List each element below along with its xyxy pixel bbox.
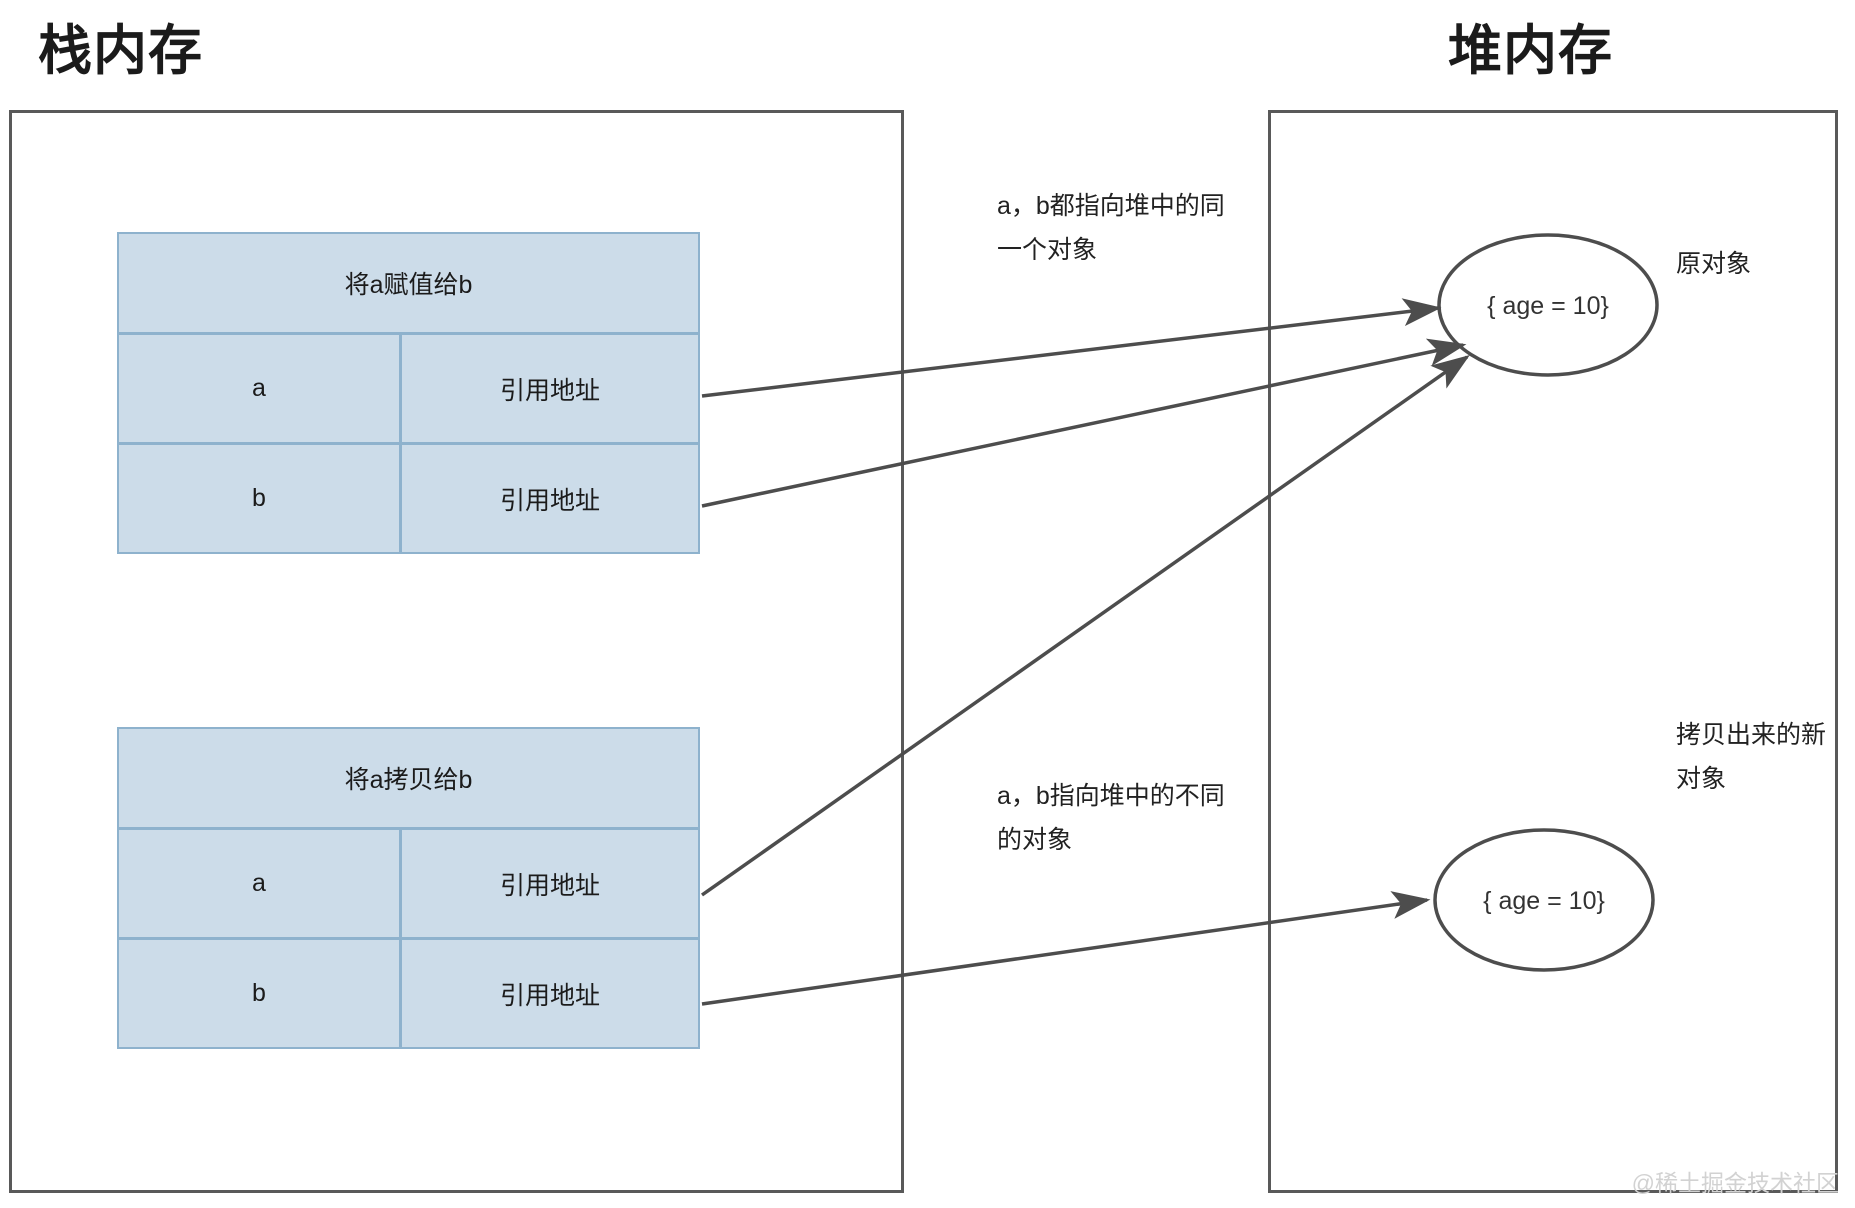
variable-value-b: 引用地址	[499, 981, 600, 1010]
table-row: b 引用地址	[119, 937, 698, 1047]
variable-value-a: 引用地址	[499, 376, 600, 405]
variable-value-a: 引用地址	[499, 871, 600, 900]
heap-object-original-label: 原对象	[1676, 250, 1752, 278]
watermark: @稀土掘金技术社区	[1631, 1170, 1839, 1196]
heap-memory-heading: 堆内存	[1448, 21, 1613, 81]
variable-value-b: 引用地址	[499, 486, 600, 515]
table-row: a 引用地址	[119, 335, 698, 442]
variable-name-a: a	[119, 830, 402, 937]
variable-name-b: b	[119, 940, 402, 1047]
table-row: b 引用地址	[119, 442, 698, 552]
stack-frame-copy: 将a拷贝给b a 引用地址 b 引用地址	[117, 727, 700, 1049]
stack-frame-copy-header: 将a拷贝给b	[119, 729, 698, 830]
stack-memory-heading: 栈内存	[38, 21, 203, 81]
note-shared-reference: a，b都指向堆中的同一个对象	[997, 192, 1225, 264]
stack-frame-assign: 将a赋值给b a 引用地址 b 引用地址	[117, 232, 700, 554]
heap-object-copy-label: 拷贝出来的新对象	[1676, 721, 1827, 793]
table-row: a 引用地址	[119, 830, 698, 937]
variable-name-b: b	[119, 445, 402, 552]
stack-frame-assign-header: 将a赋值给b	[119, 234, 698, 335]
note-distinct-reference: a，b指向堆中的不同的对象	[997, 782, 1225, 854]
variable-name-a: a	[119, 335, 402, 442]
